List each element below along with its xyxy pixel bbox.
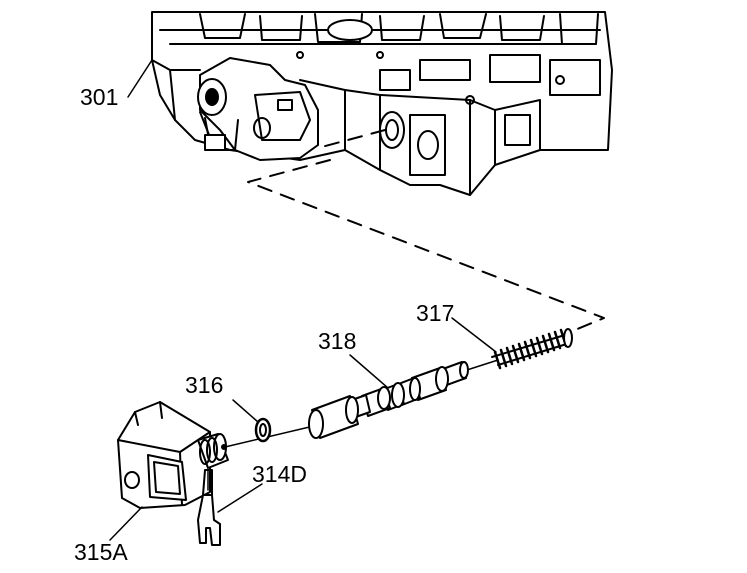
callout-317: 317 [416,300,455,326]
spring-317 [491,328,573,370]
alignment-line [247,129,605,333]
leader-315a [109,506,143,541]
solenoid-315a [117,401,229,509]
leader-301 [127,59,153,98]
leader-314d [217,483,263,513]
callout-315a: 315A [74,539,128,565]
leader-318 [349,354,389,389]
leader-316 [232,399,259,423]
leader-317 [451,317,497,353]
callout-314d: 314D [252,461,307,487]
leader-lines [109,59,497,541]
mounted-solenoid [197,57,319,161]
valve-318 [308,361,469,439]
callout-316: 316 [185,372,224,398]
o-ring-316 [254,417,272,443]
callout-318: 318 [318,328,357,354]
clip-314d [197,469,221,546]
callout-301: 301 [80,84,119,110]
